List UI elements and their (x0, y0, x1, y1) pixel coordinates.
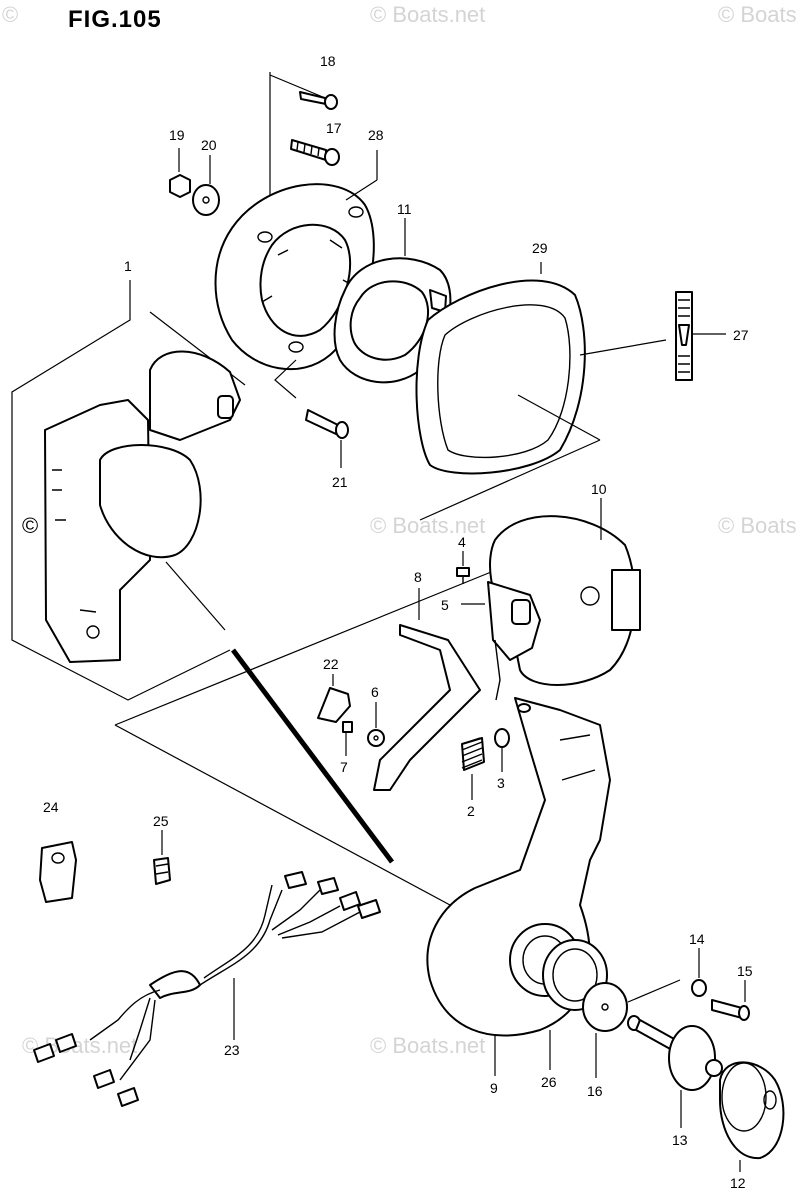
part-15-screw (711, 980, 750, 1021)
part-5-switch (461, 581, 541, 701)
callout-10: 10 (591, 481, 607, 497)
callout-6: 6 (371, 684, 379, 700)
callout-1: 1 (124, 258, 132, 274)
part-18-screw (269, 74, 338, 110)
part-24-holder (39, 841, 77, 903)
callout-22: 22 (323, 656, 339, 672)
callout-20: 20 (201, 137, 217, 153)
callout-29: 29 (532, 240, 548, 256)
callout-8: 8 (414, 569, 422, 585)
callout-14: 14 (689, 931, 705, 947)
part-27-strip (579, 291, 726, 381)
callout-13: 13 (672, 1132, 688, 1148)
part-19-nut (169, 148, 191, 198)
callout-19: 19 (169, 127, 185, 143)
part-6-washer (367, 702, 385, 747)
part-2-spring (461, 737, 485, 800)
watermark-bottom-center: © Boats.net (370, 1033, 486, 1058)
callout-21: 21 (332, 474, 348, 490)
part-16-disc (582, 979, 681, 1078)
part-14-washer (691, 948, 707, 997)
part-12-knob (719, 1061, 785, 1172)
part-9-arm (426, 697, 611, 1076)
callout-17: 17 (326, 120, 342, 136)
part-17-screw (290, 139, 340, 166)
callout-15: 15 (737, 963, 753, 979)
callout-24: 24 (43, 799, 59, 815)
figure-title: FIG.105 (68, 6, 162, 33)
callout-23: 23 (224, 1042, 240, 1058)
part-13-shaft (627, 1015, 723, 1128)
callout-28: 28 (368, 127, 384, 143)
callout-2: 2 (467, 803, 475, 819)
callout-26: 26 (541, 1074, 557, 1090)
callout-25: 25 (153, 813, 169, 829)
callout-7: 7 (340, 759, 348, 775)
part-1-control-box (11, 280, 246, 701)
watermark-top-left: © (2, 2, 19, 27)
watermark-mid-right: © Boats (718, 513, 797, 538)
part-4-screw (456, 551, 470, 584)
part-20-washer (192, 155, 220, 216)
part-8-lever (373, 588, 481, 791)
part-7-screw (342, 721, 353, 756)
part-23-harness (33, 871, 381, 1107)
watermark-top-right: © Boats (718, 2, 797, 27)
callout-11: 11 (397, 201, 412, 217)
callout-3: 3 (497, 775, 505, 791)
part-21-screw (274, 359, 349, 468)
callout-16: 16 (587, 1083, 603, 1099)
part-25-clamp (153, 830, 171, 885)
callout-4: 4 (458, 534, 466, 550)
callout-5: 5 (441, 597, 449, 613)
callout-9: 9 (490, 1080, 498, 1096)
control-rod (165, 561, 394, 864)
callout-12: 12 (730, 1175, 746, 1191)
part-22-clip (317, 674, 351, 723)
part-29-cover (415, 262, 601, 521)
callout-18: 18 (320, 53, 336, 69)
watermark-top-center: © Boats.net (370, 2, 486, 27)
part-3-pin (494, 728, 510, 772)
callout-27: 27 (733, 327, 749, 343)
